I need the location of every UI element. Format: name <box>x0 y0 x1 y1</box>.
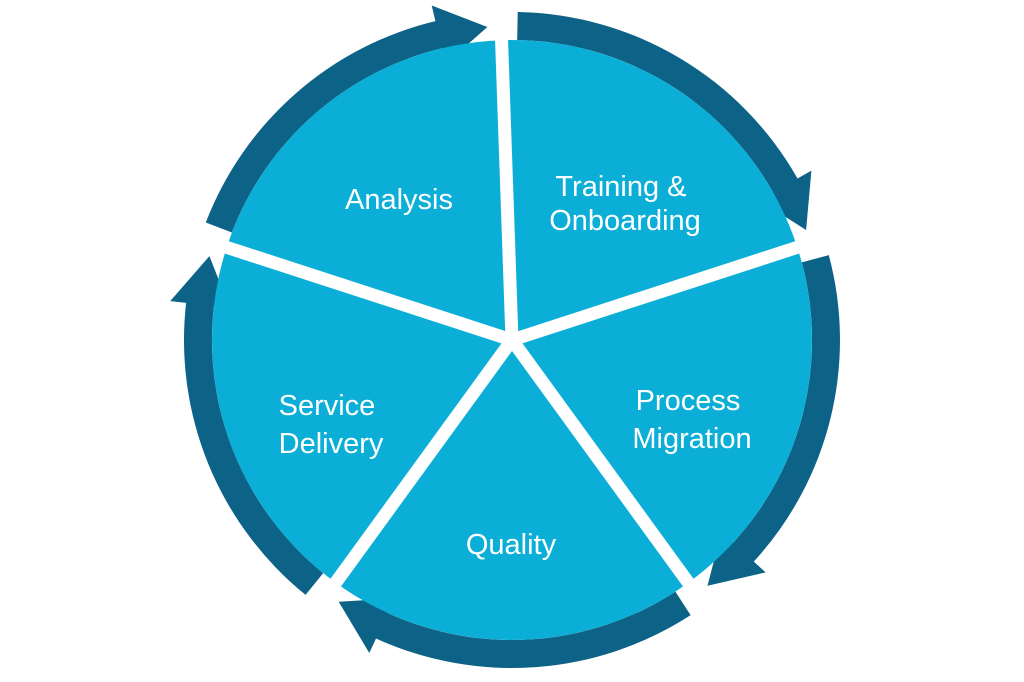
cycle-arrow-analysis <box>517 12 812 230</box>
segment-label-service-delivery: Service Delivery <box>279 390 384 460</box>
segment-divider <box>493 3 519 341</box>
segment-divider <box>309 336 518 616</box>
cycle-arrow-service-delivery <box>205 5 488 233</box>
segment-label-analysis: Analysis <box>345 184 453 216</box>
segment-labels: Analysis Training & Onboarding Process M… <box>279 171 752 561</box>
segment-label-training-onboarding: Training & Onboarding <box>549 171 701 237</box>
segment-quality <box>212 247 512 583</box>
segment-divider <box>506 336 715 616</box>
segment-divider <box>190 230 515 347</box>
segment-dividers <box>190 3 834 616</box>
segment-label-process-migration: Process Migration <box>632 385 751 455</box>
cycle-arrow-quality <box>170 256 324 595</box>
cycle-arrow-process-migration <box>338 591 691 669</box>
segment-training-onboarding <box>512 247 812 583</box>
segment-label-quality: Quality <box>466 529 557 561</box>
segment-process-migration <box>335 340 689 640</box>
segment-divider <box>509 230 834 347</box>
